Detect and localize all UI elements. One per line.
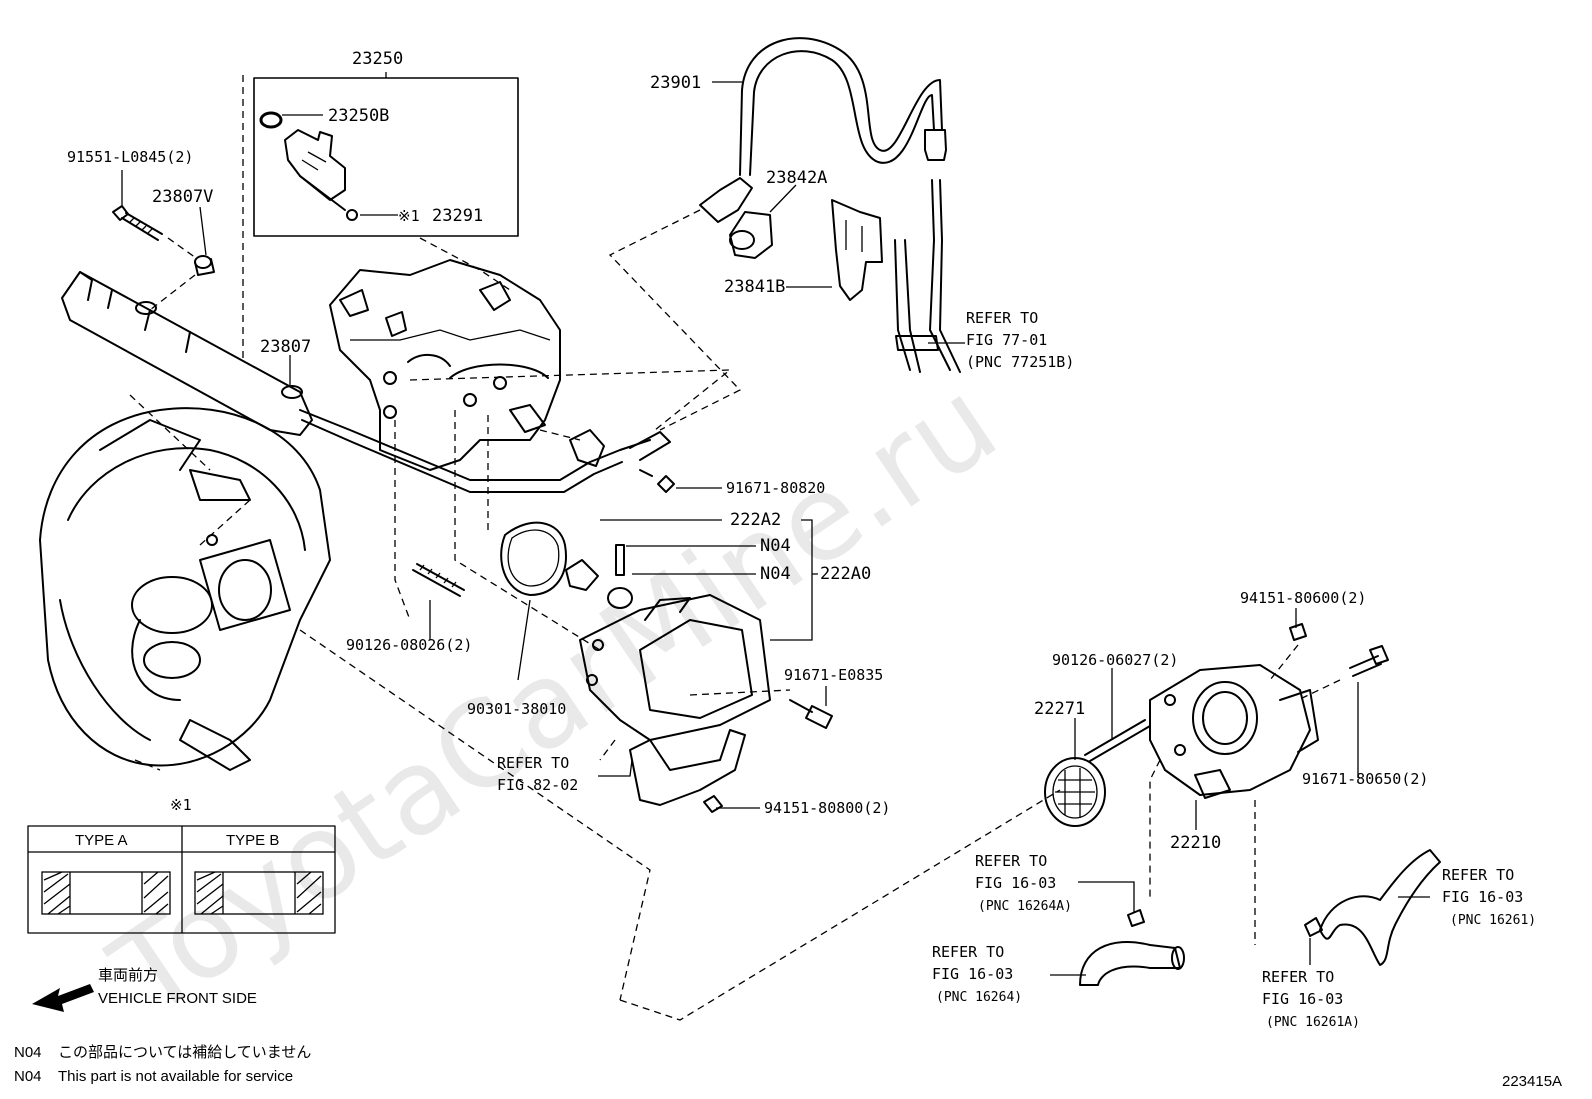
figure-code: 223415A [1502,1073,1562,1090]
part-labels: 23250 23250B ※1 23291 91551-L0845(2) 238… [67,49,1536,1030]
hose-16264 [1079,940,1185,986]
label-refer-16a-line3: (PNC 16264A) [978,899,1072,914]
front-arrow-icon [32,984,94,1012]
nut-94151-80800 [703,795,723,813]
bolt-91671-80650 [1349,645,1389,677]
gear-N04 [607,587,633,609]
label-23842A: 23842A [766,168,827,188]
label-refer-16a-line1: REFER TO [975,852,1047,870]
type-a-label: TYPE A [75,832,128,849]
label-94151-80800: 94151-80800(2) [764,799,890,817]
front-indicator: 車両前方 VEHICLE FRONT SIDE [32,967,257,1012]
actuator-222A0 [579,594,771,741]
label-refer-77-line3: (PNC 77251B) [966,353,1074,371]
label-23807: 23807 [260,337,311,357]
hose-23901 [699,37,947,223]
nut-94151-80600 [1289,623,1307,641]
type-table: ※1 TYPE A TYPE B [27,796,336,934]
bolt-91671-80820 [639,469,675,493]
label-23250B: 23250B [328,106,389,126]
throttle-body-22210 [1149,664,1319,799]
label-refer-16d-line1: REFER TO [1262,968,1334,986]
label-refer-16b-line2: FIG 16-03 [932,965,1013,983]
label-22271: 22271 [1034,699,1085,719]
note-text-1: この部品については補給していません [58,1044,311,1061]
label-23841B: 23841B [724,277,785,297]
label-222A2: 222A2 [730,510,781,530]
watermark: ToyotaCarMine.ru [88,352,1021,1043]
label-90126-08026: 90126-08026(2) [346,636,472,654]
clamp-16261A [1304,917,1323,937]
clamp-16264A [1127,909,1145,927]
label-23291-mark: ※1 [398,207,420,225]
cylinder-head [329,259,561,471]
label-refer-77-line2: FIG 77-01 [966,331,1047,349]
label-N04-a: N04 [760,536,791,556]
label-222A0: 222A0 [820,564,871,584]
type-table-mark: ※1 [170,796,192,814]
note-code-1: N04 [14,1044,42,1061]
label-94151-80600: 94151-80600(2) [1240,589,1366,607]
label-23807V: 23807V [152,187,213,207]
label-91551: 91551-L0845(2) [67,148,193,166]
clip-222A2 [565,559,599,591]
label-90126-06027: 90126-06027(2) [1052,651,1178,669]
gasket-22271 [1044,757,1106,827]
label-23291: 23291 [432,206,483,226]
spacer-23807V [194,255,215,276]
leader-lines [121,72,1430,976]
front-label-jp: 車両前方 [98,967,158,984]
label-refer-16d-line2: FIG 16-03 [1262,990,1343,1008]
label-N04-b: N04 [760,564,791,584]
intake-manifold [39,407,331,771]
label-refer-16c-line1: REFER TO [1442,866,1514,884]
label-90301-38010: 90301-38010 [467,700,566,718]
front-label-en: VEHICLE FRONT SIDE [98,990,257,1007]
type-b-label: TYPE B [226,832,279,849]
label-refer-82-line2: FIG 82-02 [497,776,578,794]
label-23250: 23250 [352,49,403,69]
bracket-refer-82-02 [629,729,746,806]
label-refer-16b-line3: (PNC 16264) [936,990,1022,1005]
note-code-2: N04 [14,1068,42,1085]
notes: N04 この部品については補給していません N04 This part is n… [14,1044,311,1085]
pin-N04 [615,544,625,576]
vsv-23842A [729,211,773,259]
label-91671-80820: 91671-80820 [726,479,825,497]
label-91671-80650: 91671-80650(2) [1302,770,1428,788]
label-22210: 22210 [1170,833,1221,853]
bracket-23841B [831,199,883,301]
label-refer-16c-line2: FIG 16-03 [1442,888,1523,906]
label-23901: 23901 [650,73,701,93]
bolt-91671-E0835 [789,699,833,729]
note-text-2: This part is not available for service [58,1068,293,1085]
label-refer-82-line1: REFER TO [497,754,569,772]
hose-16261 [1319,849,1441,966]
label-refer-16b-line1: REFER TO [932,943,1004,961]
bolt-91551 [112,205,163,241]
label-refer-16d-line3: (PNC 16261A) [1266,1015,1360,1030]
stud-90126-08026 [412,563,465,597]
label-refer-16c-line3: (PNC 16261) [1450,913,1536,928]
label-refer-77-line1: REFER TO [966,309,1038,327]
label-91671-E0835: 91671-E0835 [784,666,883,684]
stud-90126-06027 [1084,719,1151,762]
gasket-90301 [500,521,567,596]
label-refer-16a-line2: FIG 16-03 [975,874,1056,892]
fuel-rail-23807 [61,271,671,493]
vacuum-hoses [894,179,961,373]
